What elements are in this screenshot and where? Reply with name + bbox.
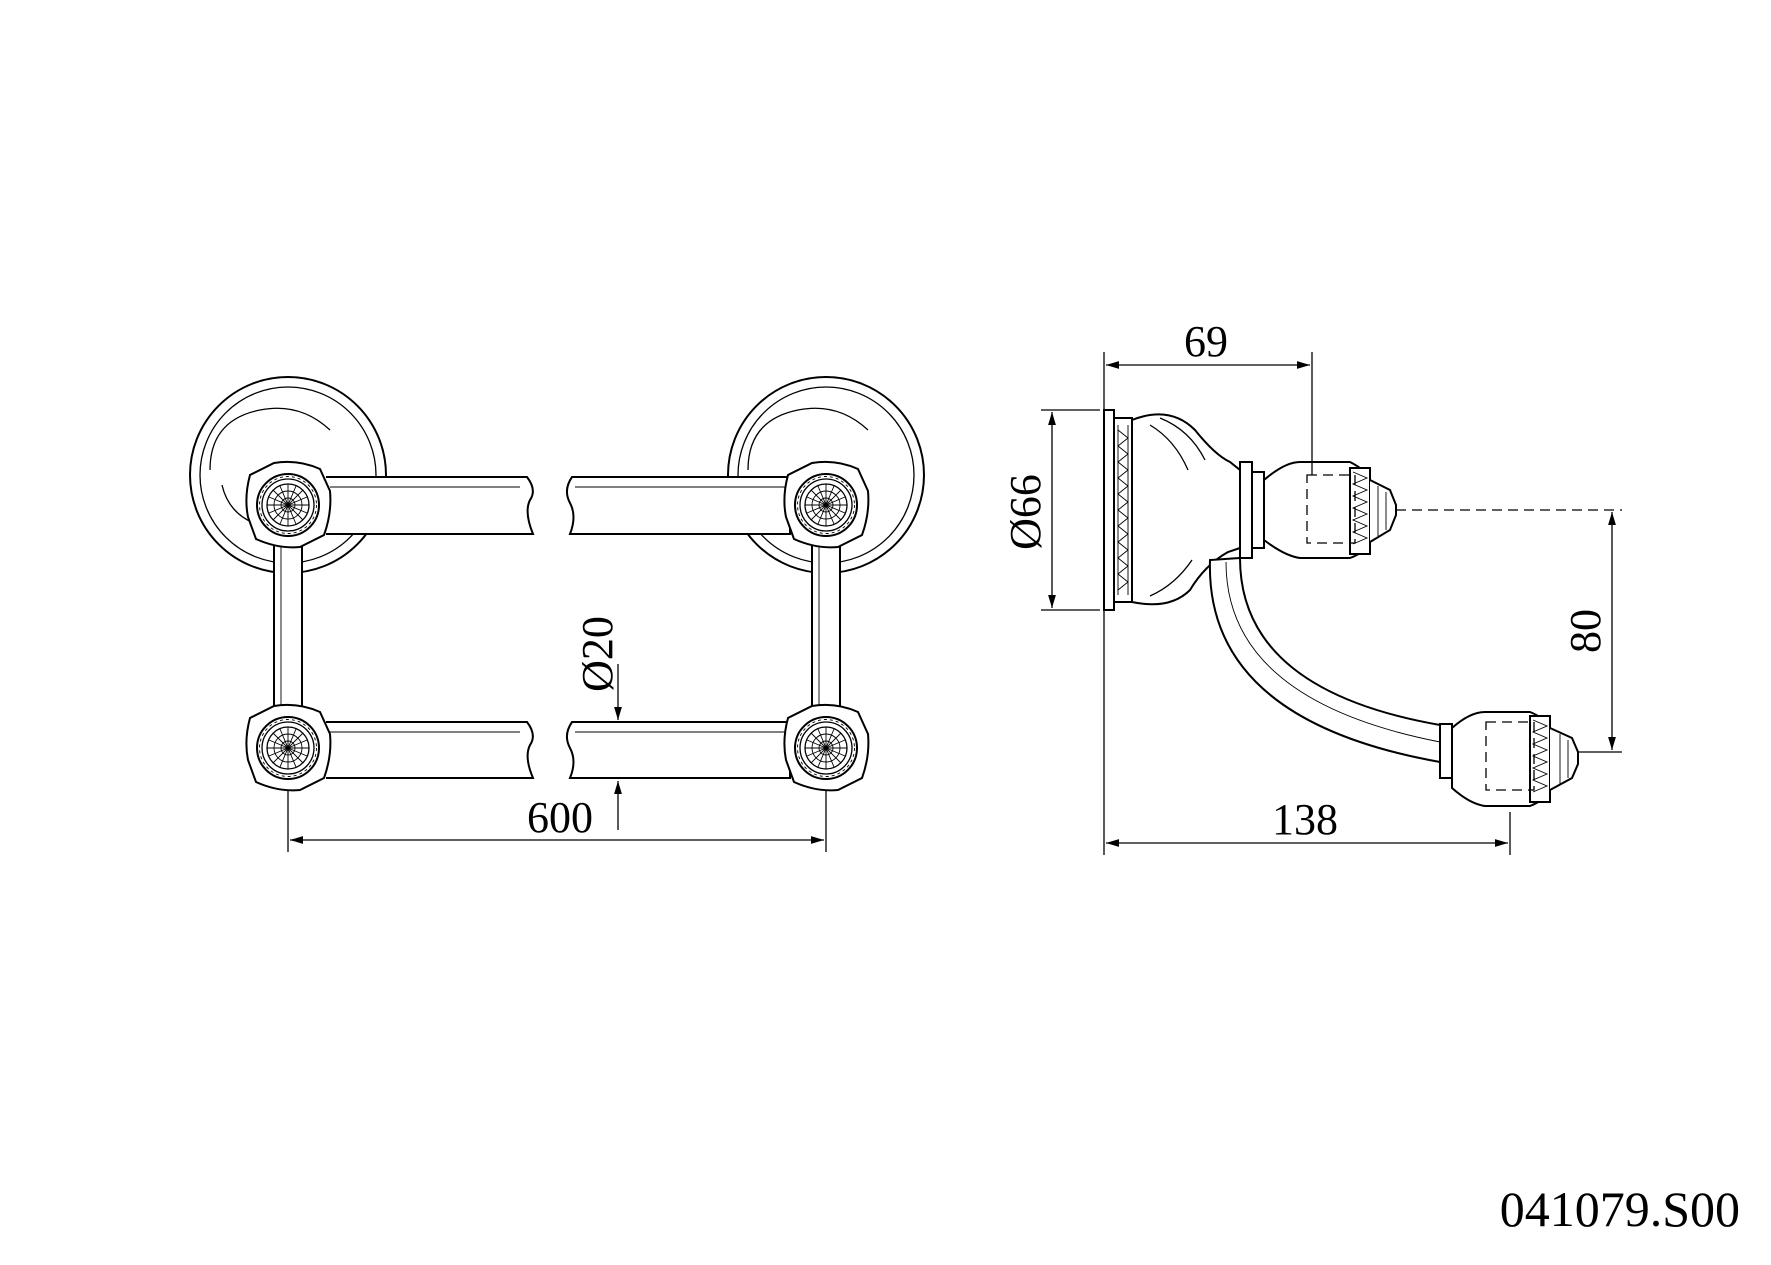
upper-tube xyxy=(326,476,791,535)
lower-knob xyxy=(1439,711,1579,807)
dimension-projection-label: 138 xyxy=(1272,795,1338,844)
dimension-base-diameter: Ø66 xyxy=(1001,412,1056,608)
right-vertical-bar xyxy=(811,539,841,723)
bell-body xyxy=(1131,413,1265,606)
lower-tube xyxy=(326,721,791,779)
rosette-top-left xyxy=(245,460,332,549)
dimension-depth-label: 69 xyxy=(1184,317,1228,366)
rosette-bottom-left xyxy=(245,703,332,792)
dimension-length: 600 xyxy=(287,790,827,852)
dimension-tube-diameter-label: Ø20 xyxy=(573,616,622,692)
front-view: 600 Ø20 xyxy=(189,376,925,852)
dimension-tube-diameter: Ø20 xyxy=(573,616,622,830)
side-view: 69 Ø66 80 138 xyxy=(1001,317,1622,855)
rosette-top-right xyxy=(783,460,870,549)
hook-arm xyxy=(1208,556,1441,764)
left-vertical-bar xyxy=(273,539,303,723)
product-code: 041079.S00 xyxy=(1500,1181,1740,1237)
dimension-hook-drop: 80 xyxy=(1561,512,1616,750)
dimension-base-diameter-label: Ø66 xyxy=(1001,474,1050,550)
dimension-length-label: 600 xyxy=(527,793,593,842)
dimension-depth: 69 xyxy=(1106,317,1310,369)
rosette-bottom-right xyxy=(783,703,870,792)
dimension-hook-drop-label: 80 xyxy=(1561,609,1610,653)
upper-knob xyxy=(1263,461,1397,559)
base-plate xyxy=(1103,409,1133,611)
dimension-projection: 138 xyxy=(1106,795,1508,847)
